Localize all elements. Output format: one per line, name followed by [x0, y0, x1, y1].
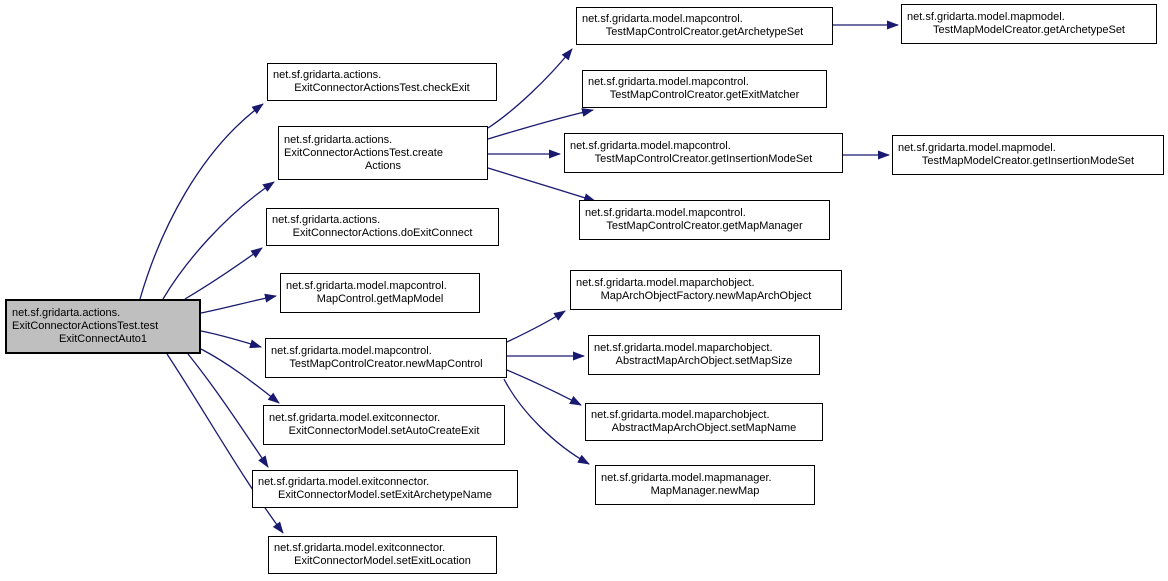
graph-node-label-line: net.sf.gridarta.model.maparchobject.: [594, 342, 773, 354]
graph-node-label-line: ExitConnectorActions.doExitConnect: [292, 227, 473, 239]
graph-node-label-line: ExitConnectorActionsTest.test: [12, 320, 159, 332]
edge-create-actions-to-get-map-manager: [487, 167, 596, 202]
graph-node-get-exit-matcher[interactable]: net.sf.gridarta.model.mapcontrol.TestMap…: [582, 70, 827, 108]
graph-node-set-map-size[interactable]: net.sf.gridarta.model.maparchobject.Abst…: [588, 335, 820, 375]
edge-test-exit-connect-auto1-to-get-map-model: [200, 293, 277, 314]
graph-node-label-line: net.sf.gridarta.model.mapcontrol.: [286, 280, 447, 292]
graph-node-label-line: TestMapControlCreator.getInsertionModeSe…: [594, 153, 813, 165]
graph-node-label-line: TestMapControlCreator.getArchetypeSet: [605, 26, 804, 38]
edge-new-map-control-to-new-map: [503, 378, 590, 465]
graph-node-mapmodel-get-insertion-mode-set[interactable]: net.sf.gridarta.model.mapmodel.TestMapMo…: [892, 135, 1164, 175]
edge-test-exit-connect-auto1-to-set-auto-create-exit: [200, 348, 280, 404]
edge-new-map-control-to-new-map-arch-object: [506, 310, 566, 343]
graph-node-label-line: net.sf.gridarta.model.mapcontrol.: [582, 13, 743, 25]
graph-node-label-line: TestMapControlCreator.getMapManager: [606, 220, 803, 232]
graph-node-label-line: TestMapModelCreator.getInsertionModeSet: [921, 155, 1135, 167]
graph-node-label-line: AbstractMapArchObject.setMapName: [611, 422, 797, 434]
graph-node-label-line: net.sf.gridarta.model.exitconnector.: [258, 476, 430, 488]
graph-node-label-line: ExitConnectorActionsTest.checkExit: [294, 82, 470, 94]
graph-node-get-map-model[interactable]: net.sf.gridarta.model.mapcontrol.MapCont…: [280, 273, 480, 313]
graph-node-label-line: MapControl.getMapModel: [316, 293, 444, 305]
graph-node-label-line: net.sf.gridarta.model.mapmodel.: [898, 142, 1056, 154]
graph-node-test-exit-connect-auto1[interactable]: net.sf.gridarta.actions.ExitConnectorAct…: [5, 299, 201, 354]
graph-node-get-map-manager[interactable]: net.sf.gridarta.model.mapcontrol.TestMap…: [579, 200, 830, 240]
graph-node-label-line: net.sf.gridarta.model.exitconnector.: [269, 412, 441, 424]
edge-new-map-control-to-set-map-name: [506, 369, 582, 406]
edge-create-actions-to-mapcontrol-get-archetype-set: [487, 48, 573, 129]
graph-node-set-map-name[interactable]: net.sf.gridarta.model.maparchobject.Abst…: [585, 403, 823, 441]
graph-node-label-line: ExitConnectorActionsTest.create: [284, 146, 443, 159]
graph-node-label-line: net.sf.gridarta.model.mapcontrol.: [271, 345, 432, 357]
graph-node-label-line: MapArchObjectFactory.newMapArchObject: [600, 290, 812, 302]
graph-node-label-line: net.sf.gridarta.actions.: [12, 307, 121, 319]
graph-node-label-line: net.sf.gridarta.model.mapcontrol.: [585, 207, 746, 219]
graph-node-label-line: net.sf.gridarta.model.mapcontrol.: [588, 76, 749, 88]
edge-create-actions-to-get-exit-matcher: [487, 108, 594, 140]
graph-node-new-map-arch-object[interactable]: net.sf.gridarta.model.maparchobject.MapA…: [570, 270, 842, 310]
graph-node-new-map[interactable]: net.sf.gridarta.model.mapmanager.MapMana…: [595, 465, 815, 505]
graph-node-label-line: Actions: [364, 159, 402, 172]
edge-test-exit-connect-auto1-to-check-exit: [139, 103, 264, 300]
graph-node-label-line: TestMapControlCreator.newMapControl: [289, 358, 483, 370]
graph-node-label-line: net.sf.gridarta.model.mapmodel.: [907, 11, 1065, 23]
edge-test-exit-connect-auto1-to-set-exit-archetype-name: [187, 353, 269, 468]
graph-node-label-line: net.sf.gridarta.model.exitconnector.: [274, 542, 446, 554]
edge-test-exit-connect-auto1-to-do-exit-connect: [184, 247, 263, 300]
graph-node-label-line: TestMapControlCreator.getExitMatcher: [609, 89, 800, 101]
graph-node-label-line: net.sf.gridarta.actions.: [284, 133, 393, 146]
graph-node-label-line: ExitConnectAuto1: [58, 333, 148, 345]
graph-node-label-line: net.sf.gridarta.model.mapcontrol.: [570, 140, 731, 152]
graph-node-mapcontrol-get-archetype-set[interactable]: net.sf.gridarta.model.mapcontrol.TestMap…: [576, 7, 833, 45]
graph-node-set-exit-archetype-name[interactable]: net.sf.gridarta.model.exitconnector.Exit…: [252, 470, 518, 508]
graph-node-set-auto-create-exit[interactable]: net.sf.gridarta.model.exitconnector.Exit…: [263, 405, 505, 445]
graph-node-label-line: MapManager.newMap: [650, 485, 760, 497]
graph-node-label-line: ExitConnectorModel.setExitArchetypeName: [278, 489, 492, 501]
edge-test-exit-connect-auto1-to-new-map-control: [200, 330, 262, 349]
edge-test-exit-connect-auto1-to-create-actions: [162, 181, 275, 300]
graph-node-label-line: net.sf.gridarta.model.mapmanager.: [601, 472, 772, 484]
graph-node-label-line: net.sf.gridarta.model.maparchobject.: [576, 277, 755, 289]
graph-node-label-line: TestMapModelCreator.getArchetypeSet: [933, 24, 1125, 36]
graph-node-mapmodel-get-archetype-set[interactable]: net.sf.gridarta.model.mapmodel.TestMapMo…: [901, 4, 1157, 44]
edge-test-exit-connect-auto1-to-set-exit-location: [166, 353, 284, 534]
graph-node-create-actions[interactable]: net.sf.gridarta.actions.ExitConnectorAct…: [278, 126, 488, 180]
graph-node-new-map-control[interactable]: net.sf.gridarta.model.mapcontrol.TestMap…: [265, 338, 507, 378]
graph-node-mapcontrol-get-insertion-mode-set[interactable]: net.sf.gridarta.model.mapcontrol.TestMap…: [564, 133, 843, 173]
graph-node-label-line: ExitConnectorModel.setExitLocation: [294, 555, 471, 567]
graph-node-label-line: net.sf.gridarta.actions.: [272, 214, 381, 226]
graph-node-label-line: AbstractMapArchObject.setMapSize: [615, 355, 793, 367]
graph-node-label-line: net.sf.gridarta.model.maparchobject.: [591, 409, 770, 421]
graph-node-label-line: net.sf.gridarta.actions.: [273, 69, 382, 81]
graph-node-label-line: ExitConnectorModel.setAutoCreateExit: [288, 425, 480, 437]
graph-node-do-exit-connect[interactable]: net.sf.gridarta.actions.ExitConnectorAct…: [266, 208, 499, 246]
graph-node-check-exit[interactable]: net.sf.gridarta.actions.ExitConnectorAct…: [267, 63, 497, 101]
graph-node-set-exit-location[interactable]: net.sf.gridarta.model.exitconnector.Exit…: [268, 536, 497, 574]
